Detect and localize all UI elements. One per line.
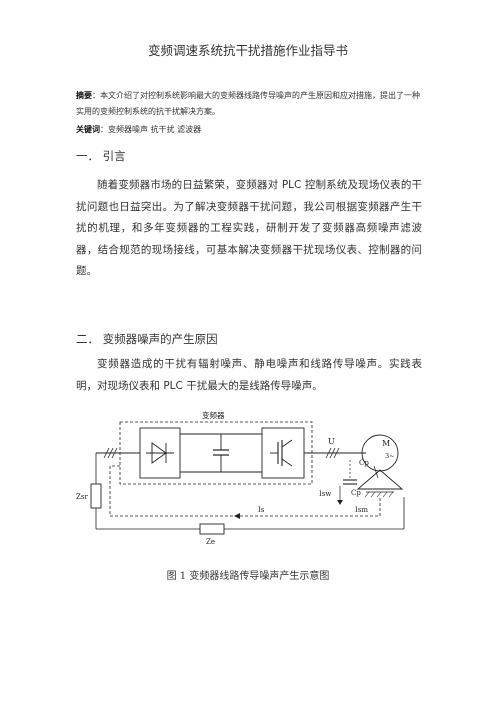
section-heading-intro: 一． 引言 [76, 149, 126, 163]
lsw-arrow-icon [337, 500, 343, 505]
motor-symbol [361, 434, 399, 472]
inverter-label: 变频器 [202, 410, 225, 420]
zsr-impedance [90, 483, 102, 509]
motor-phase-label: 3~ [385, 452, 395, 460]
section-paragraph-noise-cause: 变频器造成的干扰有辐射噪声、静电噪声和线路传导噪声。实践表明，对现场仪表和 PL… [76, 358, 422, 392]
section-paragraph-intro: 随着变频器市场的日益繁荣，变频器对 PLC 控制系统及现场仪表的干扰问题也日益突… [76, 179, 423, 278]
section-heading-noise-cause: 二． 变频器噪声的产生原因 [76, 332, 218, 346]
zsr-label: Zsr [76, 493, 88, 501]
output-u-label: U [328, 437, 335, 446]
ground-cp-label: Cp [351, 489, 361, 497]
ze-label: Ze [206, 538, 215, 546]
motor-cp-label: Cp [359, 459, 369, 467]
motor-base [356, 469, 404, 490]
figure-caption: 图 1 变频器线路传导噪声产生示意图 [166, 571, 330, 582]
is-current-label: Is [258, 506, 265, 514]
is-return-path [109, 465, 381, 517]
igbt-block [261, 427, 305, 479]
noise-diagram: 变频器 U M 3~ Cp Cp Isw Ism Z [76, 410, 405, 546]
abstract-text: ：本文介绍了对控制系统影响最大的变频器线路传导噪声的产生原因和应对措施，提出了一… [76, 91, 420, 116]
keywords-text: ：变频器噪声 抗干扰 滤波器 [100, 125, 202, 134]
motor-m-label: M [382, 439, 390, 448]
keywords: 关键词：变频器噪声 抗干扰 滤波器 [76, 124, 201, 135]
lsm-current-label: Ism [355, 506, 368, 514]
keywords-label: 关键词 [76, 124, 100, 134]
document-title: 变频调速系统抗干扰措施作业指导书 [147, 43, 348, 58]
abstract: 摘要：本文介绍了对控制系统影响最大的变频器线路传导噪声的产生原因和应对措施，提出… [76, 87, 426, 120]
lsw-current-label: Isw [319, 490, 331, 498]
ze-impedance [199, 523, 225, 535]
abstract-label: 摘要 [76, 90, 92, 100]
is-arrow-icon [234, 513, 240, 519]
